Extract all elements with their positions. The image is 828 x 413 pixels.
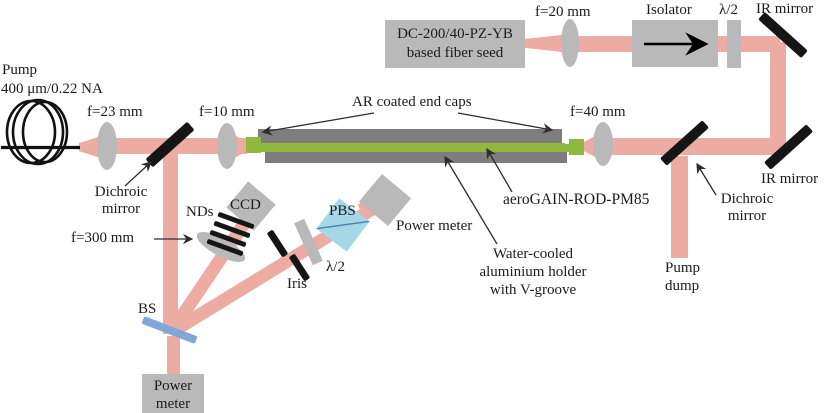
lens-f20: [561, 19, 579, 67]
ir-mirror-right-label: IR mirror: [761, 171, 819, 187]
gain-rod-core: [260, 143, 565, 152]
dichroic-left-label-line1: Dichroic: [94, 184, 148, 200]
holder-label-line3: with V-groove: [489, 282, 577, 298]
holder-bottom-bar: [265, 152, 567, 163]
lens-f40-label: f=40 mm: [570, 104, 626, 120]
lens-f10-label: f=10 mm: [199, 104, 255, 120]
rod-label: aeroGAIN-ROD-PM85: [503, 191, 650, 208]
ir-mirror-top-label: IR mirror: [756, 1, 814, 17]
end-cap-right: [569, 139, 584, 155]
pump-spec-label: 400 μm/0.22 NA: [1, 81, 103, 97]
power-meter-bottom-label-line1: Power: [153, 378, 193, 394]
pump-label: Pump: [2, 62, 38, 78]
iris-label: Iris: [287, 276, 307, 292]
power-meter-right-label: Power meter: [396, 218, 473, 234]
holder-label-line1: Water-cooled: [492, 246, 574, 262]
fiber-seed-label-line1: DC-200/40-PZ-YB: [397, 26, 513, 42]
pbs-label: PBS: [329, 203, 356, 219]
pump-dump-label-line2: dump: [665, 278, 700, 294]
power-meter-bottom: Power meter: [142, 374, 204, 413]
holder-label-line2: aluminium holder: [479, 264, 587, 280]
pump-fiber-coil: [5, 98, 69, 166]
pump-dump-label: Pump dump: [665, 259, 700, 295]
nds-label: NDs: [186, 204, 214, 220]
lens-f23-label: f=23 mm: [87, 104, 143, 120]
beam-vertical-right: [770, 42, 786, 149]
lens-f300-label: f=300 mm: [71, 230, 135, 246]
beam-f10-focus-taper: [236, 135, 247, 158]
lens-f10: [217, 123, 237, 169]
iris-blade-top: [266, 229, 289, 258]
dichroic-right-label-line2: mirror: [727, 208, 767, 224]
power-meter-bottom-label-line2: meter: [155, 396, 191, 412]
dichroic-left-label: Dichroic mirror: [88, 184, 154, 218]
lens-f40: [593, 122, 613, 166]
end-cap-left: [246, 137, 261, 153]
pump-dump-label-line1: Pump: [665, 260, 701, 276]
half-wave-top-label: λ/2: [719, 2, 738, 18]
holder-label: Water-cooled aluminium holder with V-gro…: [468, 245, 598, 299]
beam-bs-to-meter: [167, 336, 180, 378]
fiber-seed-box: DC-200/40-PZ-YB based fiber seed: [385, 20, 525, 68]
lens-f23: [97, 122, 117, 170]
end-cap-left-tab: [260, 143, 267, 151]
holder-top-bar: [258, 129, 562, 143]
beam-f40-to-dichroic: [610, 138, 784, 155]
dichroic-left-label-line2: mirror: [101, 201, 141, 217]
half-wave-plate-top: [727, 20, 741, 68]
leader-dichroic-left: [124, 161, 152, 187]
leader-ar-cap-right: [457, 112, 554, 134]
fiber-seed-label-line2: based fiber seed: [406, 45, 504, 61]
beam-seed-taper: [525, 35, 562, 52]
half-wave-bottom-label: λ/2: [326, 259, 345, 275]
beam-pump-dump: [671, 156, 688, 258]
isolator-label: Isolator: [646, 2, 692, 18]
dichroic-right-label-line1: Dichroic: [720, 191, 774, 207]
ar-caps-label: AR coated end caps: [352, 94, 472, 110]
lens-f20-label: f=20 mm: [535, 4, 591, 20]
pbs-diagonal: [316, 220, 370, 230]
dichroic-right-label: Dichroic mirror: [714, 191, 780, 225]
beam-vertical-left: [163, 148, 178, 334]
beam-pump-taper: [79, 137, 98, 158]
bs-label: BS: [138, 301, 157, 317]
ccd-label: CCD: [230, 197, 261, 213]
end-cap-right-tab: [562, 144, 570, 152]
pbs-cube: [316, 198, 370, 252]
isolator-box: [632, 20, 718, 67]
